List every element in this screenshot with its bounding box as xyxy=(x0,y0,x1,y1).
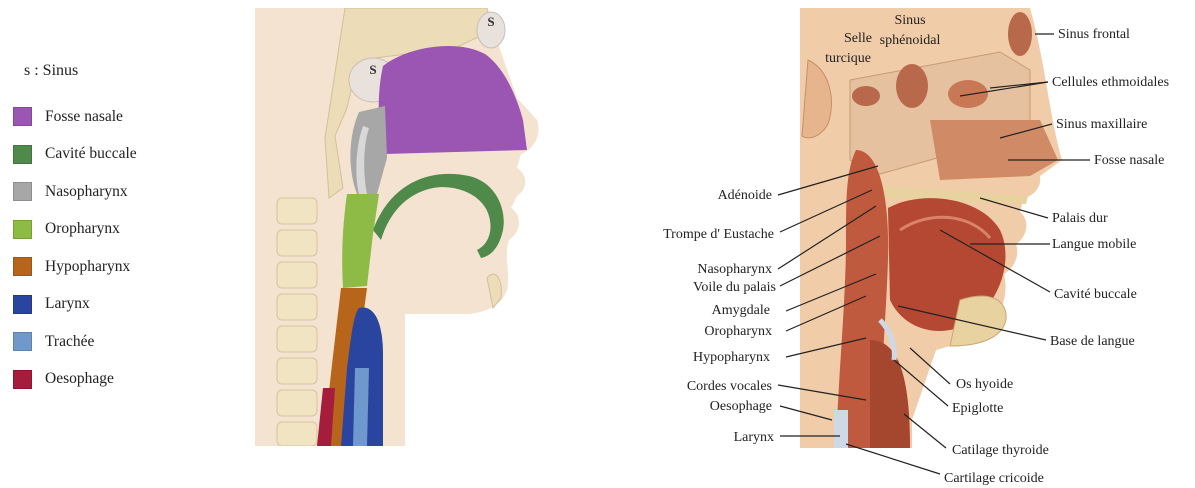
label-fosse-nasale: Fosse nasale xyxy=(1094,153,1164,168)
label-catilage-thyroide: Catilage thyroide xyxy=(952,443,1049,458)
label-sinus-sphenoidal: Sinus xyxy=(894,13,925,28)
label-larynx: Larynx xyxy=(734,430,774,445)
label-amygdale: Amygdale xyxy=(712,303,770,318)
label-cavite-buccale: Cavité buccale xyxy=(1054,287,1137,302)
label-selle: Selle xyxy=(844,31,872,46)
label-turcique: turcique xyxy=(825,51,871,66)
label-sinus-maxillaire: Sinus maxillaire xyxy=(1056,117,1147,132)
label-langue-mobile: Langue mobile xyxy=(1052,237,1136,252)
label-cordes-vocales: Cordes vocales xyxy=(687,379,772,394)
label-palais-dur: Palais dur xyxy=(1052,211,1108,226)
label-oesophage: Oesophage xyxy=(710,399,772,414)
label-base-de-langue: Base de langue xyxy=(1050,334,1135,349)
label-trompe-eustache: Trompe d' Eustache xyxy=(663,227,774,242)
label-os-hyoide: Os hyoide xyxy=(956,377,1013,392)
label-adenoide: Adénoide xyxy=(718,188,772,203)
label-epiglotte: Epiglotte xyxy=(952,401,1003,416)
label-oropharynx: Oropharynx xyxy=(704,324,772,339)
label-cartilage-cricoide: Cartilage cricoide xyxy=(944,471,1044,486)
label-hypopharynx: Hypopharynx xyxy=(693,350,770,365)
label-sphenoidal: sphénoidal xyxy=(880,33,941,48)
label-voile-du-palais: Voile du palais xyxy=(693,280,776,295)
label-cellules-ethmoidales: Cellules ethmoidales xyxy=(1052,75,1169,90)
label-nasopharynx: Nasopharynx xyxy=(697,262,772,277)
label-sinus-frontal: Sinus frontal xyxy=(1058,27,1130,42)
